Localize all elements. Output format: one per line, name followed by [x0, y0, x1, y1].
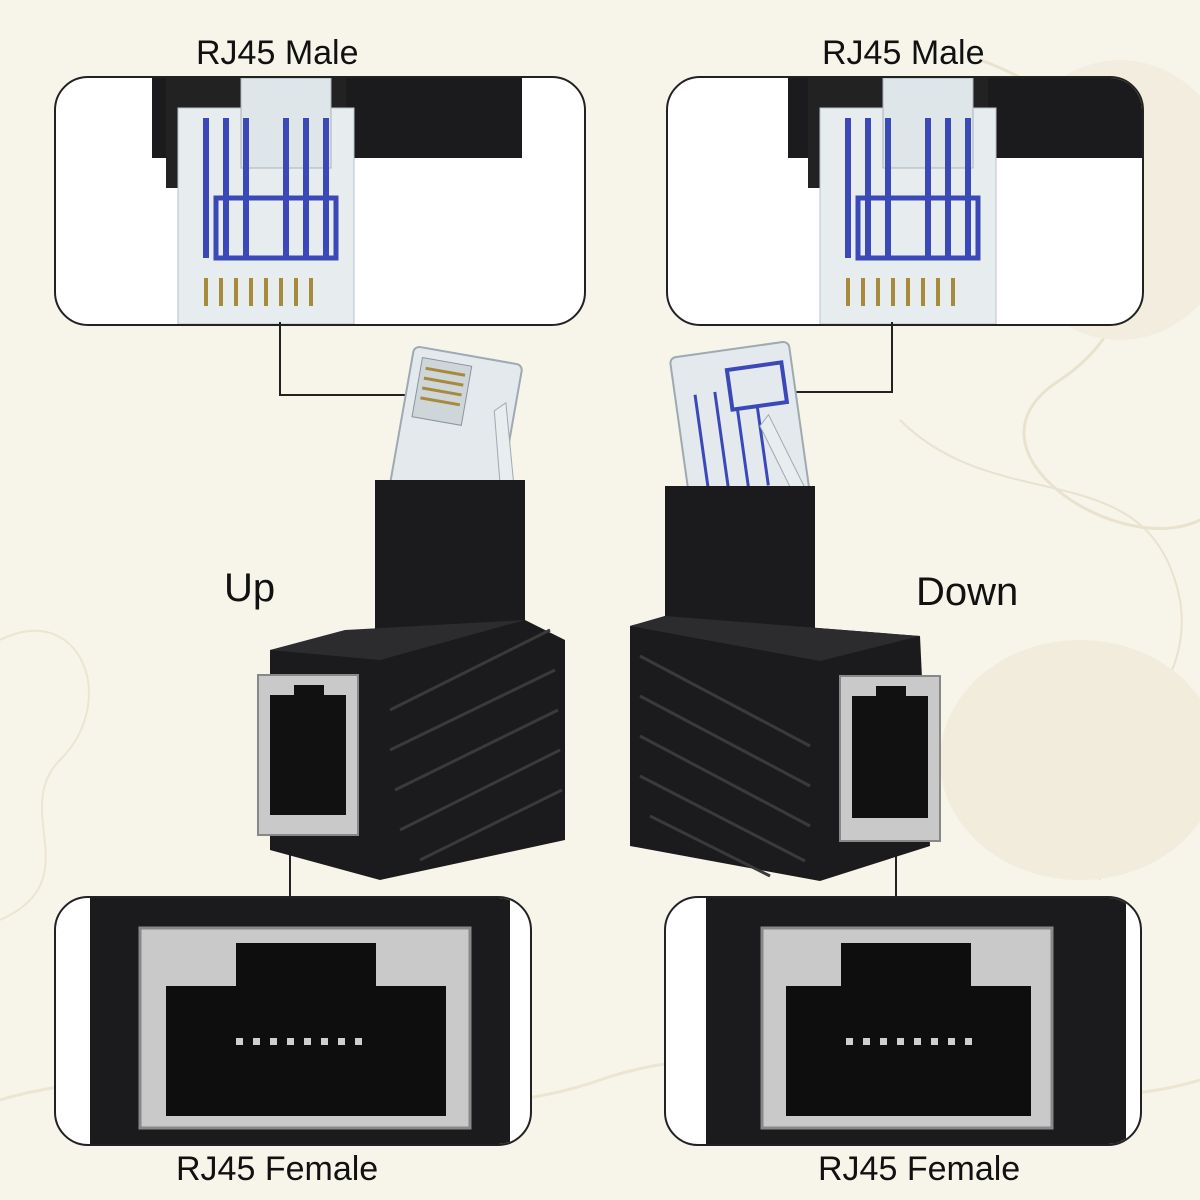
down-angle-adapter [630, 340, 941, 881]
bottom-left-female-label: RJ45 Female [176, 1150, 379, 1188]
top-left-male-label: RJ45 Male [196, 34, 359, 72]
female-port-closeup-left [54, 896, 532, 1146]
bottom-right-female-label: RJ45 Female [818, 1150, 1021, 1188]
up-angle-adapter [257, 345, 565, 880]
male-plug-closeup-right [666, 76, 1144, 326]
male-plug-closeup-left [54, 76, 586, 326]
female-port-closeup-right [664, 896, 1142, 1146]
rj45-female-port-image [90, 898, 510, 1144]
rj45-male-plug-image [152, 78, 522, 324]
down-label: Down [916, 570, 1019, 614]
rj45-male-plug-image [788, 78, 1142, 324]
rj45-female-port-image [706, 898, 1126, 1144]
up-label: Up [224, 566, 276, 610]
top-right-male-label: RJ45 Male [822, 34, 985, 72]
